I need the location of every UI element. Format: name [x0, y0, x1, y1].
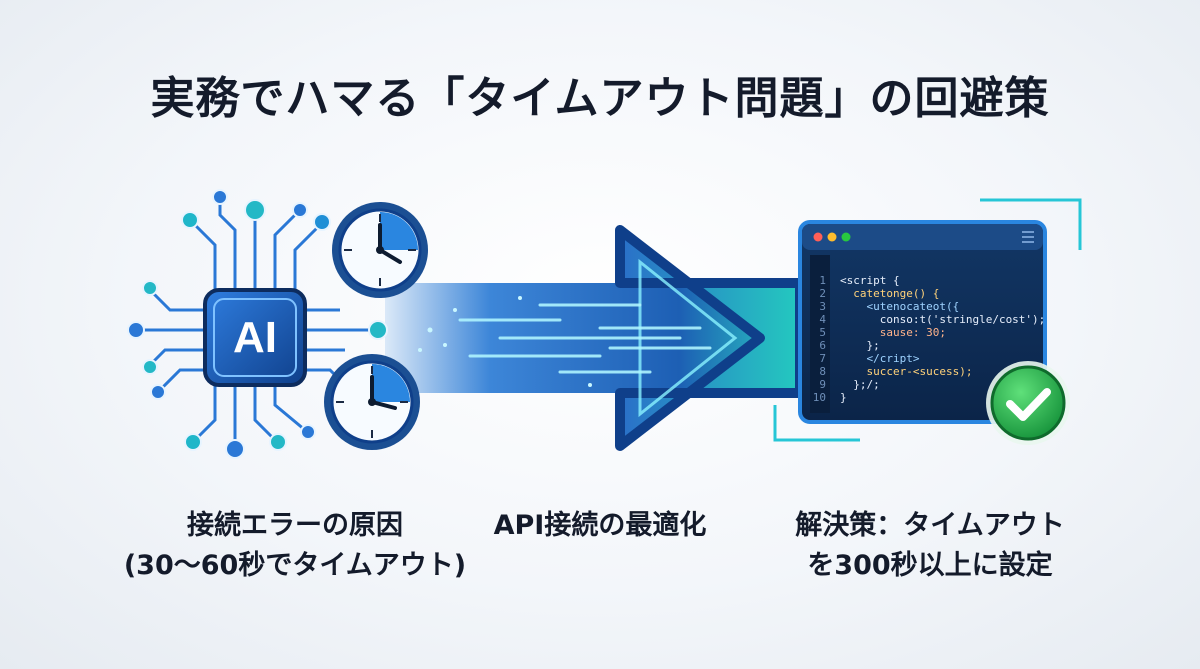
- clock-icon: [332, 202, 428, 298]
- code-line-numbers: 1 2 3 4 5 6 7 8 9 10: [813, 274, 827, 404]
- editor-bracket: [773, 198, 1082, 442]
- code-line-number: 4: [819, 313, 826, 326]
- code-lines: <script { catetonge() { <utenocateot({ c…: [840, 274, 1045, 404]
- caption-optimization: API接続の最適化: [493, 510, 707, 541]
- code-line: succer-<sucess);: [840, 365, 972, 378]
- code-line: <utenocateot({: [840, 300, 959, 313]
- code-line-number: 9: [819, 378, 826, 391]
- code-line: </cript>: [840, 352, 920, 365]
- window-close-dot: [813, 232, 823, 242]
- check-icon: [986, 361, 1070, 445]
- code-line: catetonge() {: [840, 287, 939, 300]
- code-line: sause: 30;: [840, 326, 946, 339]
- code-line-number: 1: [819, 274, 826, 287]
- caption-cause-line1: 接続エラーの原因: [187, 510, 403, 541]
- code-line-number: 3: [819, 300, 826, 313]
- ai-chip-label: AI: [233, 313, 277, 362]
- caption-solution-line2: を300秒以上に設定: [807, 550, 1053, 581]
- caption-cause: 接続エラーの原因 (30〜60秒でタイムアウト): [100, 506, 490, 586]
- code-line-number: 8: [819, 365, 826, 378]
- code-line: <script {: [840, 274, 900, 287]
- window-minimize-dot: [827, 232, 837, 242]
- menu-icon: [1022, 231, 1034, 243]
- caption-cause-line2: (30〜60秒でタイムアウト): [123, 550, 467, 581]
- code-line: }: [840, 391, 847, 404]
- page-title: 実務でハマる「タイムアウト問題」の回避策: [150, 73, 1050, 124]
- code-editor-icon: 1 2 3 4 5 6 7 8 9 10 <script { catetonge…: [798, 220, 1047, 424]
- code-line-number: 2: [819, 287, 826, 300]
- ai-chip-icon: AI: [127, 189, 388, 459]
- code-line-number: 10: [813, 391, 826, 404]
- clock-icon: [324, 354, 420, 450]
- caption-solution-line1: 解決策：タイムアウト: [795, 510, 1065, 541]
- window-maximize-dot: [841, 232, 851, 242]
- code-line-number: 6: [819, 339, 826, 352]
- code-line-number: 7: [819, 352, 826, 365]
- code-line-number: 5: [819, 326, 826, 339]
- flow-arrow-icon: [385, 225, 805, 451]
- caption-solution: 解決策：タイムアウト を300秒以上に設定: [760, 506, 1100, 586]
- code-line: };/;: [840, 378, 880, 391]
- code-line: };: [840, 339, 880, 352]
- code-line: conso:t('stringle/cost');: [840, 313, 1045, 326]
